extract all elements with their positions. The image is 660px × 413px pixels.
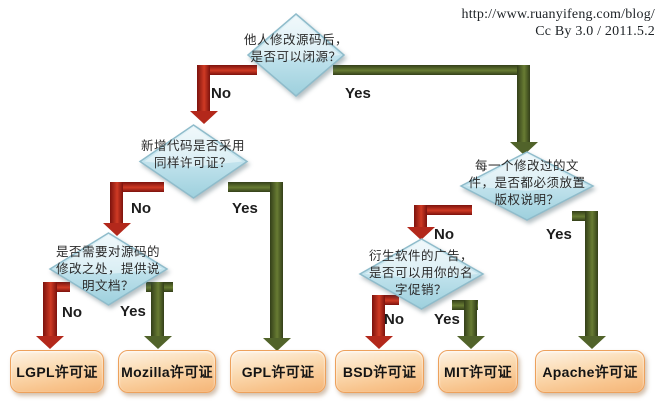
edge9-yes-label: Yes <box>434 311 460 328</box>
license-label: BSD许可证 <box>342 363 417 380</box>
edge9-yes-bar-v <box>464 300 477 337</box>
license-box-gpl: GPL许可证 <box>230 350 326 393</box>
diamond-shape-icon <box>248 14 344 96</box>
diamond-shape-icon <box>50 233 167 305</box>
edge5-yes-label: Yes <box>120 303 146 320</box>
edge6-no-bar-v <box>414 205 427 228</box>
edge3-yes-bar-h <box>228 182 280 192</box>
edge6-no-arrowhead-icon <box>407 227 435 240</box>
edge1-yes-bar-h <box>333 65 530 75</box>
edge7-yes-bar-v <box>585 211 598 337</box>
edge8-no-bar-v <box>372 295 385 337</box>
decision-closed-source-text: 他人修改源码后， 是否可以闭源？ <box>243 33 348 64</box>
edge1-yes-arrowhead-icon <box>510 142 538 155</box>
decision-document-changes <box>50 233 167 305</box>
edge6-no-bar-h <box>420 205 472 215</box>
edge8-no-bar-h <box>372 295 399 305</box>
decision-same-license <box>140 125 247 198</box>
license-label: Mozilla许可证 <box>121 363 213 380</box>
decision-advertising-text: 衍生软件的广告， 是否可以用你的名 字促销？ <box>368 249 473 297</box>
watermark-license: Cc By 3.0 / 2011.5.2 <box>535 24 655 39</box>
decision-closed-source <box>248 14 344 96</box>
edge0-no-arrowhead-icon <box>190 111 218 124</box>
decision-advertising <box>360 239 483 309</box>
diamond-shape-icon <box>461 152 593 220</box>
license-box-mozilla: Mozilla许可证 <box>118 350 216 393</box>
watermark: http://www.ruanyifeng.com/blog/ Cc By 3.… <box>462 6 655 40</box>
edge4-no-arrowhead-icon <box>36 336 64 349</box>
edge2-no-label: No <box>131 200 151 217</box>
license-label: MIT许可证 <box>444 363 512 380</box>
decision-document-changes-text: 是否需要对源码的 修改之处，提供说 明文档？ <box>55 245 160 293</box>
license-label: Apache许可证 <box>542 363 638 380</box>
edge3-yes-bar-v <box>270 182 283 339</box>
edge7-yes-arrowhead-icon <box>578 336 606 349</box>
license-box-lgpl: LGPL许可证 <box>10 350 104 393</box>
license-box-bsd: BSD许可证 <box>335 350 424 393</box>
decision-copyright-notice-text: 每一个修改过的文 件，是否都必须放置 版权说明？ <box>468 159 586 207</box>
decision-same-license-text: 新增代码是否采用 同样许可证？ <box>140 139 245 170</box>
license-label: LGPL许可证 <box>16 363 98 380</box>
edge3-yes-label: Yes <box>232 200 258 217</box>
decision-copyright-notice <box>461 152 593 220</box>
edge0-no-bar-v <box>197 65 210 112</box>
edge8-no-arrowhead-icon <box>365 336 393 349</box>
edge7-yes-label: Yes <box>546 226 572 243</box>
diamond-shape-icon <box>360 239 483 309</box>
edge8-no-label: No <box>384 311 404 328</box>
edge2-no-bar-h <box>112 182 164 192</box>
license-box-mit: MIT许可证 <box>438 350 518 393</box>
edge5-yes-bar-v <box>151 282 164 337</box>
edge0-no-bar-h <box>197 65 257 75</box>
edge1-yes-bar-v <box>517 65 530 143</box>
diamond-shape-icon <box>140 125 247 198</box>
edge9-yes-arrowhead-icon <box>457 336 485 349</box>
edge4-no-label: No <box>62 304 82 321</box>
edge2-no-arrowhead-icon <box>103 223 131 236</box>
edge4-no-bar-v <box>43 282 57 337</box>
edge0-no-label: No <box>211 85 231 102</box>
edge5-yes-arrowhead-icon <box>144 336 172 349</box>
license-box-apache: Apache许可证 <box>535 350 645 393</box>
watermark-url: http://www.ruanyifeng.com/blog/ <box>461 7 655 22</box>
edge3-yes-arrowhead-icon <box>263 338 291 351</box>
license-label: GPL许可证 <box>241 363 315 380</box>
edge2-no-bar-v <box>110 182 123 224</box>
edge6-no-label: No <box>434 226 454 243</box>
edge1-yes-label: Yes <box>345 85 371 102</box>
